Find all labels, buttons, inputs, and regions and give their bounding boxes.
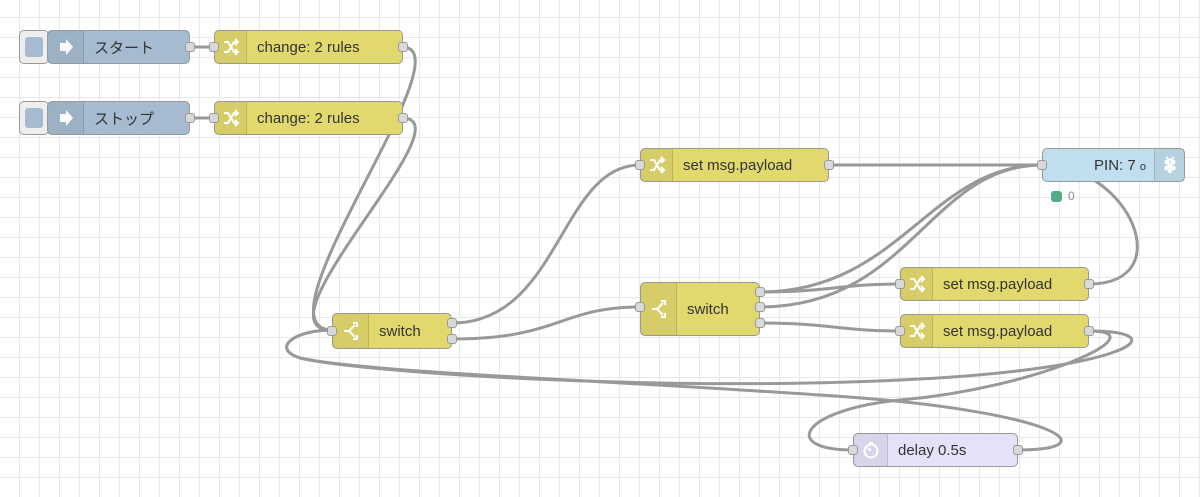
switch-icon — [333, 314, 369, 348]
timer-icon — [854, 434, 888, 466]
switch-node-1-input-port[interactable] — [327, 326, 337, 336]
wire-bot-set-to-delay[interactable] — [807, 329, 1112, 452]
inject-start-label: スタート — [94, 39, 155, 57]
wire-delay-to-switch1[interactable] — [285, 328, 1063, 452]
switch-node-2-label: switch — [687, 300, 729, 318]
switch-node-2[interactable]: switch — [640, 282, 760, 336]
change-node-2-label: change: 2 rules — [257, 109, 360, 127]
wire-change2-to-switch1[interactable] — [312, 116, 417, 332]
change-node-1-input-port[interactable] — [209, 42, 219, 52]
arrow-in-icon — [48, 31, 84, 63]
inject-stop-label: ストップ — [94, 110, 155, 128]
shuffle-icon — [215, 102, 247, 134]
wire-switch1-to-top-set[interactable] — [451, 163, 641, 325]
inject-stop-button[interactable] — [19, 101, 49, 135]
set-payload-node-bottom[interactable]: set msg.payload — [900, 314, 1089, 348]
inject-stop-output-port[interactable] — [185, 113, 195, 123]
rpi-gpio-status-text: 0 — [1068, 189, 1075, 203]
switch-icon — [641, 283, 677, 335]
wire-switch1-to-switch2[interactable] — [451, 305, 641, 341]
inject-start-output-port[interactable] — [185, 42, 195, 52]
status-dot-icon — [1051, 190, 1062, 202]
set-payload-node-top-input-port[interactable] — [635, 160, 645, 170]
switch-node-1-output-port-2[interactable] — [447, 334, 457, 344]
arrow-in-icon — [48, 102, 84, 134]
wire-change1-to-switch1[interactable] — [312, 45, 417, 332]
set-payload-node-top[interactable]: set msg.payload — [640, 148, 829, 182]
rpi-gpio-out-input-port[interactable] — [1037, 160, 1047, 170]
wire-switch2-to-pin-b[interactable] — [759, 163, 1043, 309]
wire-switch2-to-mid-set[interactable] — [759, 282, 901, 294]
switch-node-1-label: switch — [379, 322, 421, 340]
inject-stop-node[interactable]: ストップ — [47, 101, 190, 135]
wire-switch2-to-bot-set[interactable] — [759, 321, 901, 333]
change-node-2-input-port[interactable] — [209, 113, 219, 123]
rpi-gpio-out-label: PIN: 7 o — [1094, 156, 1146, 174]
delay-node[interactable]: delay 0.5s — [853, 433, 1018, 467]
switch-node-2-input-port[interactable] — [635, 302, 645, 312]
change-node-1-label: change: 2 rules — [257, 38, 360, 56]
switch-node-2-output-port-3[interactable] — [755, 318, 765, 328]
set-payload-node-mid-label: set msg.payload — [943, 275, 1053, 293]
set-payload-node-mid-input-port[interactable] — [895, 279, 905, 289]
set-payload-node-bottom-label: set msg.payload — [943, 322, 1053, 340]
shuffle-icon — [901, 268, 933, 300]
set-payload-node-mid[interactable]: set msg.payload — [900, 267, 1089, 301]
inject-start-node[interactable]: スタート — [47, 30, 190, 64]
switch-node-1[interactable]: switch — [332, 313, 452, 349]
rpi-gpio-out-node[interactable]: PIN: 7 o — [1042, 148, 1185, 182]
delay-node-label: delay 0.5s — [898, 441, 967, 459]
inject-start-button[interactable] — [19, 30, 49, 64]
change-node-1-output-port[interactable] — [398, 42, 408, 52]
shuffle-icon — [901, 315, 933, 347]
change-node-2-output-port[interactable] — [398, 113, 408, 123]
switch-node-2-output-port-2[interactable] — [755, 302, 765, 312]
set-payload-node-bottom-input-port[interactable] — [895, 326, 905, 336]
shuffle-icon — [641, 149, 673, 181]
delay-node-input-port[interactable] — [848, 445, 858, 455]
set-payload-node-top-label: set msg.payload — [683, 156, 793, 174]
change-node-1[interactable]: change: 2 rules — [214, 30, 403, 64]
shuffle-icon — [215, 31, 247, 63]
set-payload-node-mid-output-port[interactable] — [1084, 279, 1094, 289]
switch-node-2-output-port-1[interactable] — [755, 287, 765, 297]
delay-node-output-port[interactable] — [1013, 445, 1023, 455]
rpi-gpio-status: 0 — [1051, 189, 1075, 203]
raspberry-pi-icon — [1154, 149, 1184, 181]
change-node-2[interactable]: change: 2 rules — [214, 101, 403, 135]
switch-node-1-output-port-1[interactable] — [447, 318, 457, 328]
set-payload-node-bottom-output-port[interactable] — [1084, 326, 1094, 336]
set-payload-node-top-output-port[interactable] — [824, 160, 834, 170]
